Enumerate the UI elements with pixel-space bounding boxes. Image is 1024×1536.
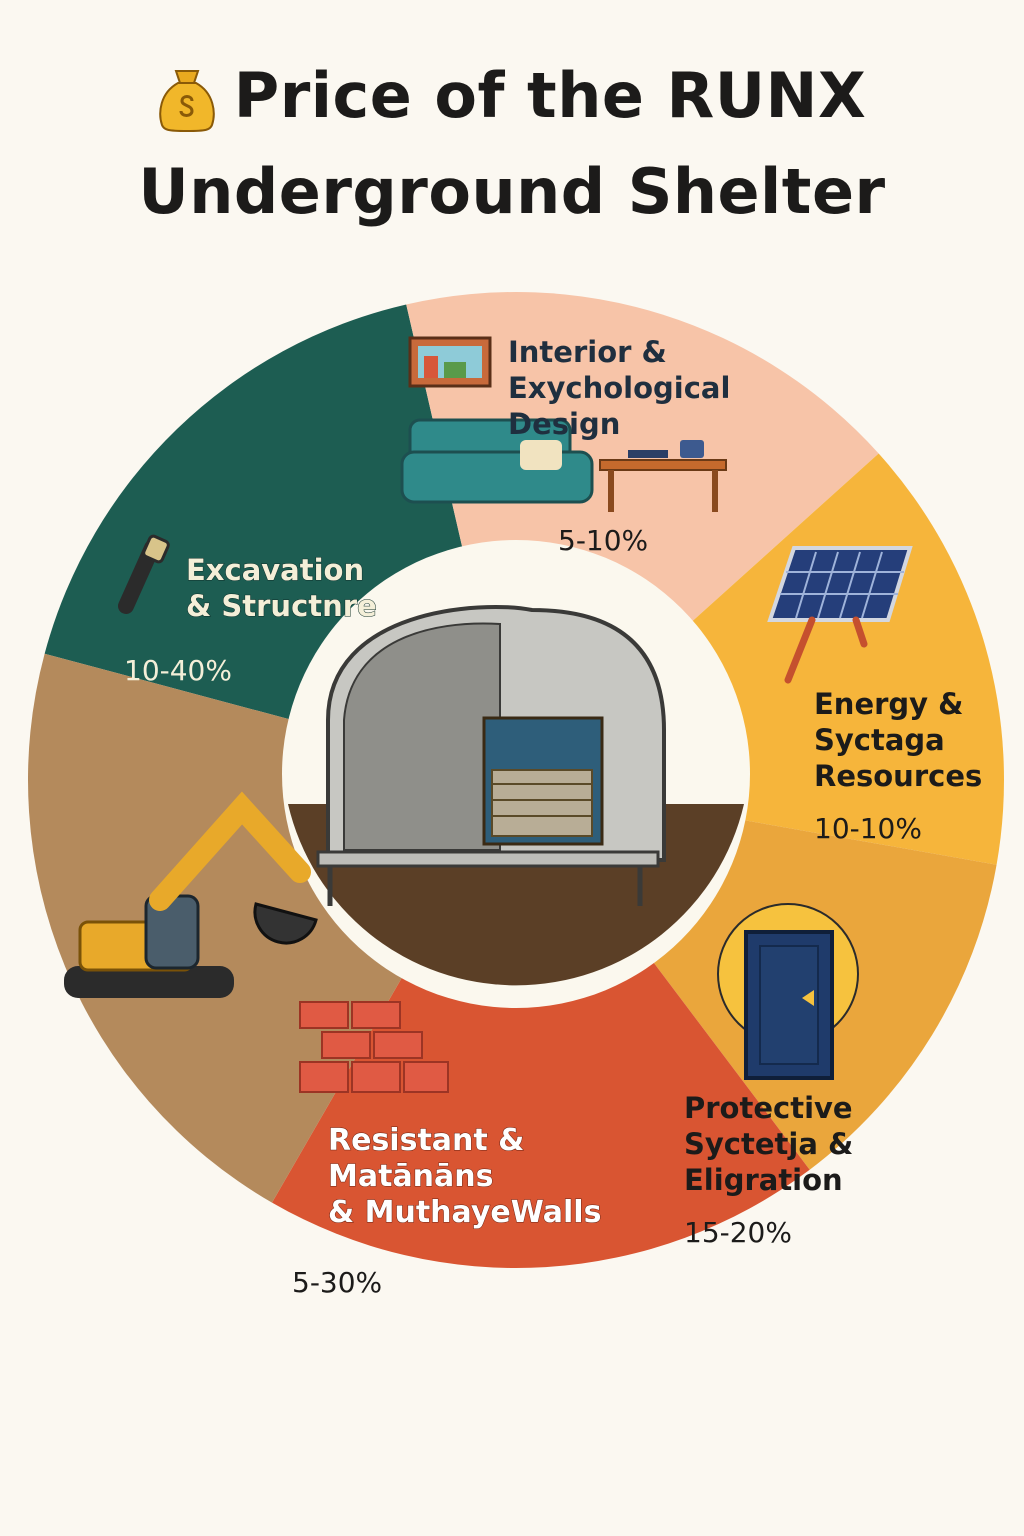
shovel-icon — [118, 534, 170, 614]
segment-label-line: & Structnre — [186, 589, 377, 623]
segment-label-line: Exychological — [508, 371, 730, 405]
segment-label-line: Interior & — [508, 335, 667, 369]
underground-shelter-icon — [316, 605, 666, 906]
segment-label-line: Protective — [684, 1091, 853, 1125]
segment-label-excavation: Excavation& Structnre — [186, 553, 377, 623]
segment-value-energy: 10-10% — [814, 812, 922, 845]
title-line-1: Price of the RUNX — [0, 48, 1024, 144]
segment-label-line: Syctaga — [814, 723, 945, 757]
segment-label-line: Syctetja & — [684, 1127, 853, 1161]
segment-label-line: Design — [508, 407, 620, 441]
sofa-and-painting-icon — [400, 336, 727, 512]
segment-label-line: Resistant & — [328, 1123, 524, 1158]
pie-slice-resistant — [272, 780, 810, 1268]
segment-value-interior: 5-10% — [558, 524, 648, 557]
solar-panel-icon — [767, 546, 913, 684]
segment-value-resistant: 5-30% — [292, 1266, 382, 1299]
segment-label-line: Energy & — [814, 687, 963, 721]
segment-value-excavation: 10-40% — [124, 654, 232, 687]
segment-label-line: Excavation — [186, 553, 364, 587]
brick-wall-icon — [299, 1001, 449, 1093]
segment-labels: Excavation& Structnre 10-40% Interior &Exy… — [124, 335, 982, 1299]
title-line-2: Underground Shelter — [138, 155, 886, 228]
segment-label-line: & MuthayeWalls — [328, 1195, 601, 1230]
segment-label-line: Matānāns — [328, 1159, 494, 1194]
segment-label-resistant: Resistant &Matānāns& MuthayeWalls — [328, 1123, 601, 1230]
blast-door-icon — [717, 903, 859, 1080]
excavator-icon — [64, 791, 318, 998]
money-bag-icon — [159, 69, 215, 132]
segment-value-protective: 15-20% — [684, 1216, 792, 1249]
segment-label-line: Resources — [814, 759, 982, 793]
segment-label-line: Eligration — [684, 1163, 843, 1197]
chart-title: Price of the RUNX Underground Shelter — [0, 48, 1024, 240]
